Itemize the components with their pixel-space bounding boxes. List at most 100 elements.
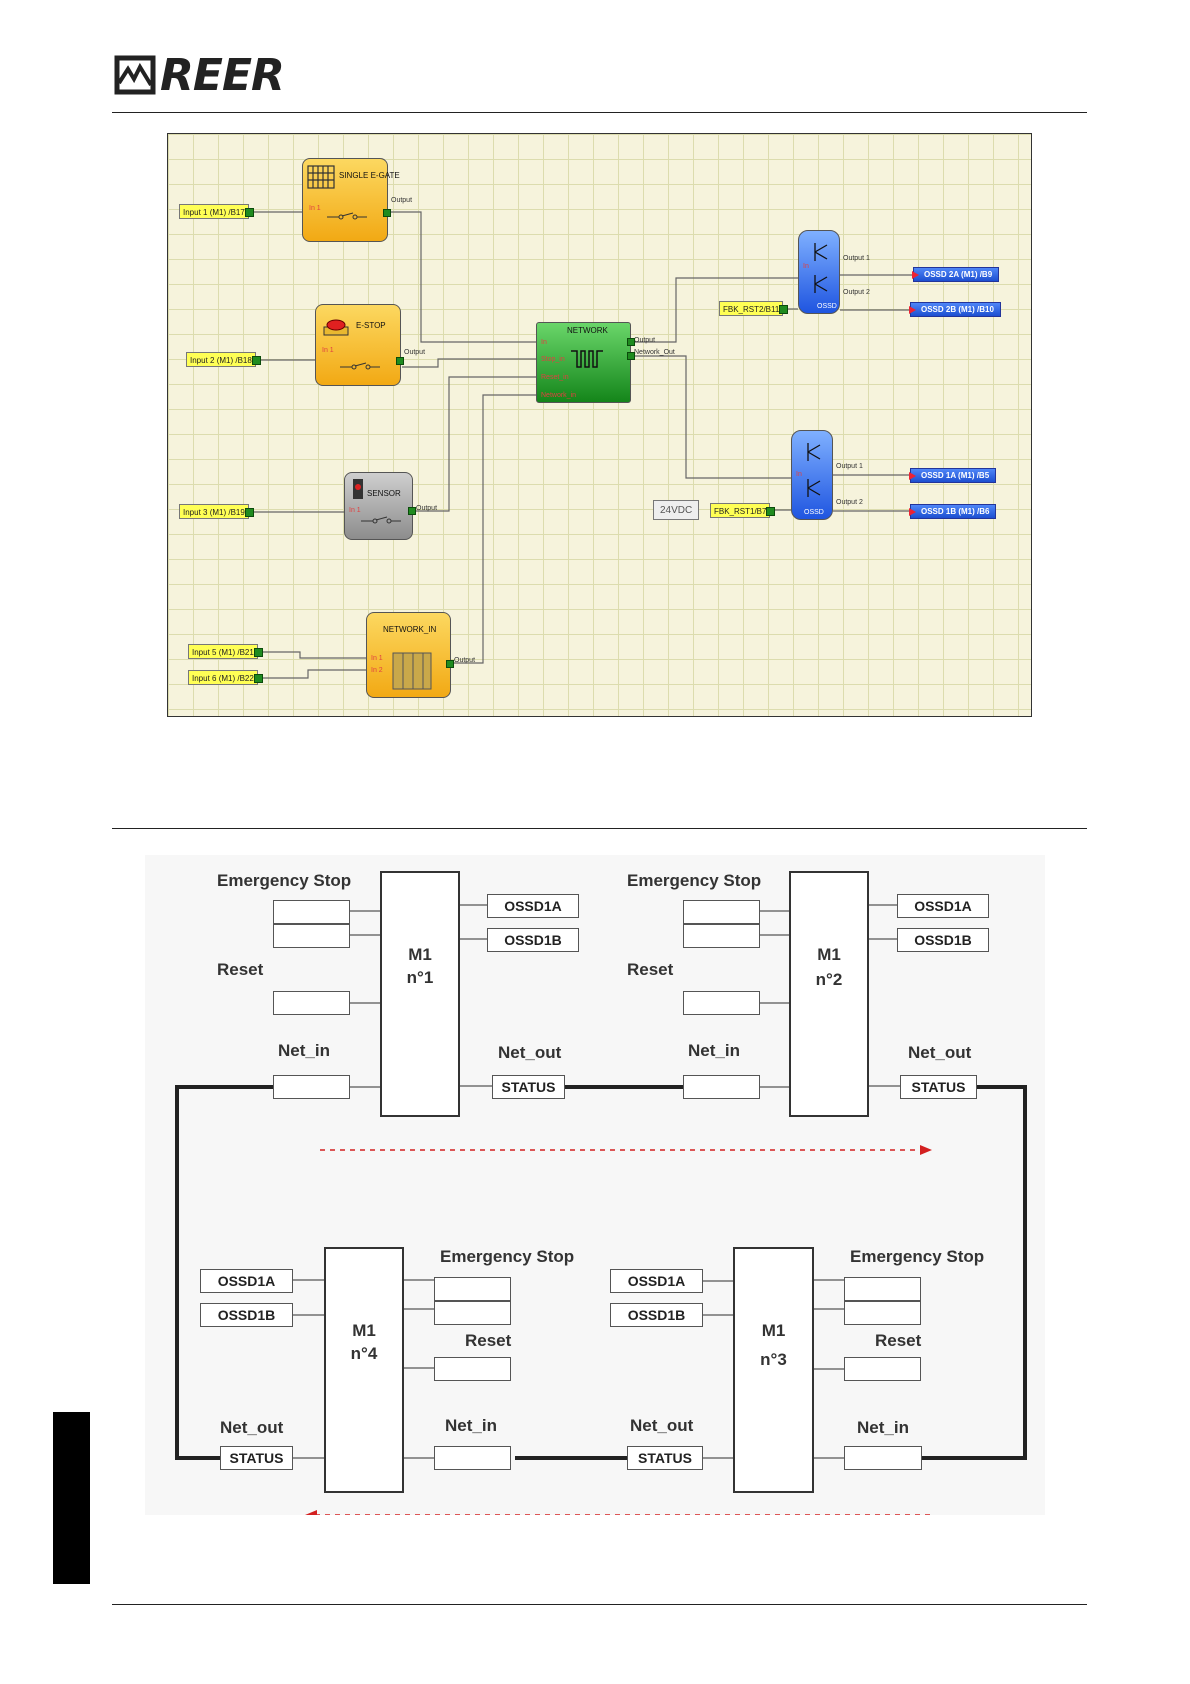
configurator-diagram: Input 1 (M1) /B17 Input 2 (M1) /B18 Inpu… <box>167 133 1032 717</box>
m3-netout-label: Net_out <box>630 1416 694 1435</box>
sensor-out-port[interactable] <box>408 507 416 515</box>
m1-reset-label: Reset <box>217 960 264 979</box>
network-in-label: In <box>541 339 547 346</box>
m2-estop-input-1 <box>683 900 760 924</box>
network-in-out-label: Output <box>454 657 476 664</box>
module-m1-n4-number: n°4 <box>350 1344 378 1363</box>
network-netout-port[interactable] <box>627 352 635 360</box>
ossd-top-block[interactable]: In OSSD Output 1 Output 2 <box>798 230 870 314</box>
m1-estop-label: Emergency Stop <box>217 871 352 890</box>
switch-symbol-icon <box>327 212 367 220</box>
network-wires <box>175 904 1027 1515</box>
photo-sensor-icon <box>353 479 363 499</box>
ossd-bottom-out2-label: Output 2 <box>836 499 863 506</box>
ossd-bottom-block[interactable]: In OSSD Output 1 Output 2 <box>791 430 863 520</box>
module-rack-icon <box>392 652 432 690</box>
module-m1-n4: M1 n°4 <box>324 1247 404 1493</box>
gate-out-port[interactable] <box>383 209 391 217</box>
m3-netin-input <box>844 1446 922 1470</box>
fbk-rst2-tag[interactable]: FBK_RST2/B11 <box>719 301 789 316</box>
logo-wordmark: REER <box>160 49 285 101</box>
m4-estop-input-1 <box>434 1277 511 1301</box>
module-m1-n1: M1 n°1 <box>380 871 460 1117</box>
section-tab <box>53 1412 90 1584</box>
network-out-port[interactable] <box>627 338 635 346</box>
module-m1-n3: M1 n°3 <box>733 1247 814 1493</box>
estop-out-label: Output <box>404 349 426 356</box>
ossd-bottom-out1-label: Output 1 <box>836 463 863 470</box>
network-title: NETWORK <box>567 326 608 335</box>
ossd-bottom-in-label: In <box>796 471 802 478</box>
m3-reset-label: Reset <box>875 1331 922 1350</box>
sensor-block[interactable]: SENSOR In 1 Output <box>344 472 437 540</box>
ossd-top-out2-label: Output 2 <box>843 289 870 296</box>
estop-in1-label: In 1 <box>322 347 334 354</box>
m2-ossd1a-output: OSSD1A <box>897 894 989 918</box>
network-in-in2-label: In 2 <box>371 667 383 674</box>
m1-ossd1b-output: OSSD1B <box>487 928 579 952</box>
footer-divider <box>112 1604 1087 1605</box>
gate-title: SINGLE E-GATE <box>339 171 400 180</box>
ossd-1a-tag[interactable]: OSSD 1A (M1) /B5 <box>908 468 997 483</box>
m1-ossd1a-output: OSSD1A <box>487 894 579 918</box>
estop-out-port[interactable] <box>396 357 404 365</box>
sensor-title: SENSOR <box>367 489 401 498</box>
section-divider <box>112 828 1087 829</box>
m4-netin-input <box>434 1446 511 1470</box>
transistor-icon <box>814 243 828 293</box>
input-2-tag[interactable]: Input 2 (M1) /B18 <box>186 352 261 367</box>
ossd-2b-tag[interactable]: OSSD 2B (M1) /B10 <box>909 302 1001 317</box>
network-out-label: Output <box>634 337 656 344</box>
m3-estop-input-1 <box>844 1277 921 1301</box>
network-netin-label: Network_in <box>541 392 577 399</box>
ossd-2a-tag[interactable]: OSSD 2A (M1) /B9 <box>911 267 1000 282</box>
voltage-chip: 24VDC <box>653 500 700 520</box>
m4-netout-label: Net_out <box>220 1418 284 1437</box>
m2-reset-label: Reset <box>627 960 674 979</box>
network-stop-label: Stop_in <box>541 356 565 363</box>
m3-reset-input <box>844 1357 921 1381</box>
network-block[interactable]: NETWORK In Stop_in Reset_in Network_in O… <box>536 322 675 403</box>
ossd-top-title: OSSD <box>817 303 837 310</box>
m3-estop-label: Emergency Stop <box>850 1247 985 1266</box>
network-reset-label: Reset_in <box>541 374 569 381</box>
network-wave-icon <box>571 350 603 368</box>
emergency-stop-icon <box>323 319 349 336</box>
estop-block[interactable]: E-STOP In 1 Output <box>315 304 425 386</box>
m4-estop-input-2 <box>434 1301 511 1325</box>
ossd-top-out1-label: Output 1 <box>843 255 870 262</box>
ossd-1b-tag[interactable]: OSSD 1B (M1) /B6 <box>908 504 997 519</box>
m4-netin-label: Net_in <box>445 1416 497 1435</box>
transistor-icon <box>807 443 821 497</box>
m1-estop-input-2 <box>273 924 350 948</box>
network-topology-diagram: Emergency Stop Reset Net_in M1 n°1 OSSD1… <box>145 855 1045 1515</box>
input-3-tag[interactable]: Input 3 (M1) /B19 <box>179 504 254 519</box>
single-egate-block[interactable]: SINGLE E-GATE In 1 Output <box>302 158 412 242</box>
module-m1-n4-name: M1 <box>352 1321 376 1340</box>
m2-ossd1b-output: OSSD1B <box>897 928 989 952</box>
m1-netout-label: Net_out <box>498 1043 562 1062</box>
m2-estop-input-2 <box>683 924 760 948</box>
input-5-tag[interactable]: Input 5 (M1) /B21 <box>188 644 263 659</box>
fbk-rst1-tag[interactable]: FBK_RST1/B7 <box>710 503 776 518</box>
m1-reset-input <box>273 991 350 1015</box>
m2-netout-label: Net_out <box>908 1043 972 1062</box>
m2-estop-label: Emergency Stop <box>627 871 762 890</box>
input-1-tag[interactable]: Input 1 (M1) /B17 <box>179 204 254 219</box>
input-6-tag[interactable]: Input 6 (M1) /B22 <box>188 670 263 685</box>
m3-estop-input-2 <box>844 1301 921 1325</box>
m2-netin-label: Net_in <box>688 1041 740 1060</box>
m1-status-output: STATUS <box>492 1075 565 1099</box>
m3-status-output: STATUS <box>627 1446 703 1470</box>
m2-netin-input <box>683 1075 760 1099</box>
gate-in1-label: In 1 <box>309 205 321 212</box>
gate-out-label: Output <box>391 197 413 204</box>
ossd-bottom-title: OSSD <box>804 509 824 516</box>
network-in-block[interactable]: NETWORK_IN In 1 In 2 Output <box>366 612 475 698</box>
switch-symbol-icon <box>340 362 380 370</box>
m4-status-output: STATUS <box>220 1446 293 1470</box>
network-in-out-port[interactable] <box>446 660 454 668</box>
m4-reset-label: Reset <box>465 1331 512 1350</box>
m1-estop-input-1 <box>273 900 350 924</box>
m4-ossd1b-output: OSSD1B <box>200 1303 293 1327</box>
